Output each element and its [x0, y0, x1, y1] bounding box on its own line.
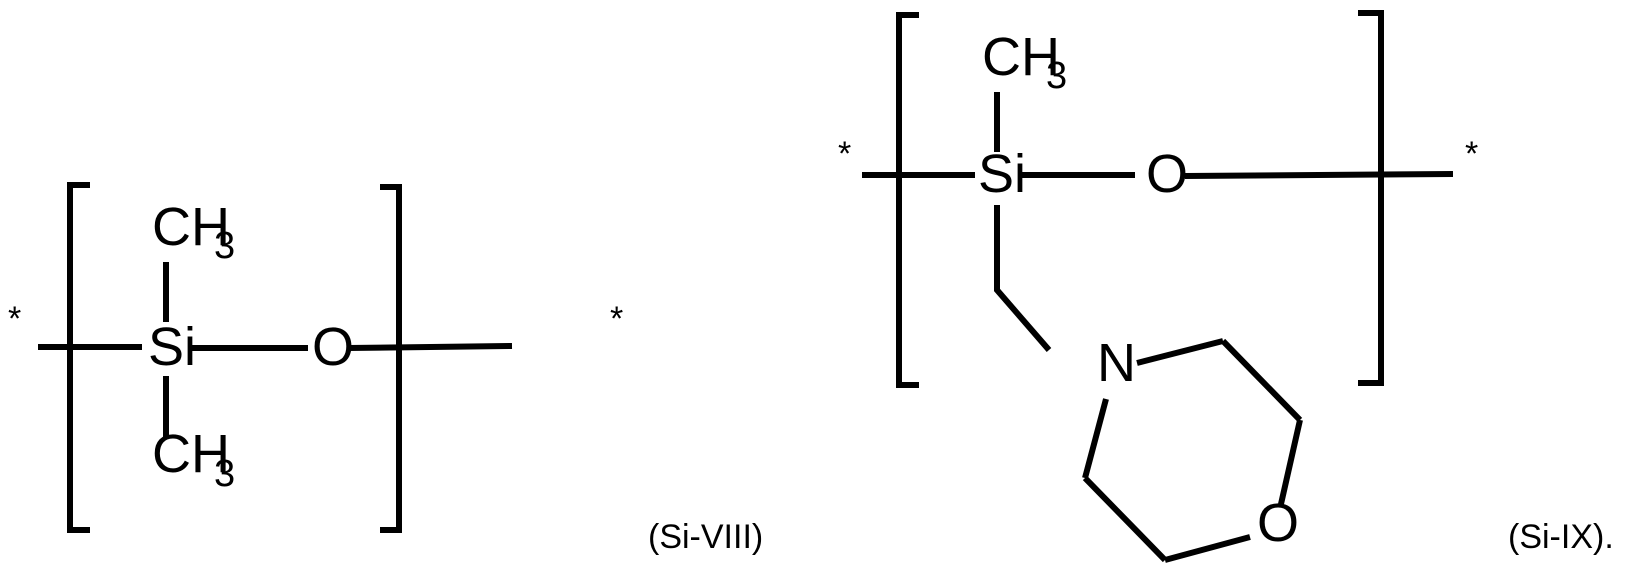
methyl-subscript: 3 [1046, 55, 1067, 97]
structure-label: (Si-VIII) [648, 518, 763, 556]
atom-si: Si [148, 317, 196, 377]
end-mark-right: * [1465, 135, 1478, 173]
atom-si: Si [978, 144, 1026, 204]
methyl-group: CH [982, 27, 1060, 87]
end-mark-right: * [610, 300, 623, 338]
ring-bond-c3-c4 [1082, 475, 1168, 563]
bond-o-right-terminal [1184, 171, 1454, 179]
bracket-right [380, 184, 402, 533]
end-mark-left: * [8, 300, 21, 338]
ring-atom-o: O [1257, 493, 1299, 553]
ring-bond-o-c3 [1164, 534, 1251, 563]
end-mark-left: * [838, 135, 851, 173]
structure-label: (Si-IX). [1508, 518, 1614, 556]
ring-bond-n-c1 [1136, 338, 1224, 366]
atom-o: O [312, 317, 354, 377]
atom-o: O [1146, 144, 1188, 204]
structure-si-viii: * * Si O CH 3 CH 3 (Si-VIII) [8, 182, 763, 556]
bracket-left [896, 12, 919, 388]
top-methyl-subscript: 3 [214, 225, 235, 267]
bottom-methyl-group: CH [152, 424, 230, 484]
bracket-right [1358, 10, 1384, 386]
structure-si-ix: * * Si O CH 3 N O (Si-IX). [838, 10, 1614, 563]
bracket-left [67, 182, 90, 533]
ring-bond-c4-n [1082, 398, 1109, 479]
top-methyl-group: CH [152, 197, 230, 257]
bond-si-ch2-n [994, 205, 1052, 352]
bottom-methyl-subscript: 3 [214, 453, 235, 495]
bond-o-right-terminal [347, 343, 513, 351]
ring-atom-n: N [1097, 333, 1136, 393]
ring-bond-c2-o [1278, 419, 1303, 505]
ring-bond-c1-c2 [1220, 338, 1303, 423]
